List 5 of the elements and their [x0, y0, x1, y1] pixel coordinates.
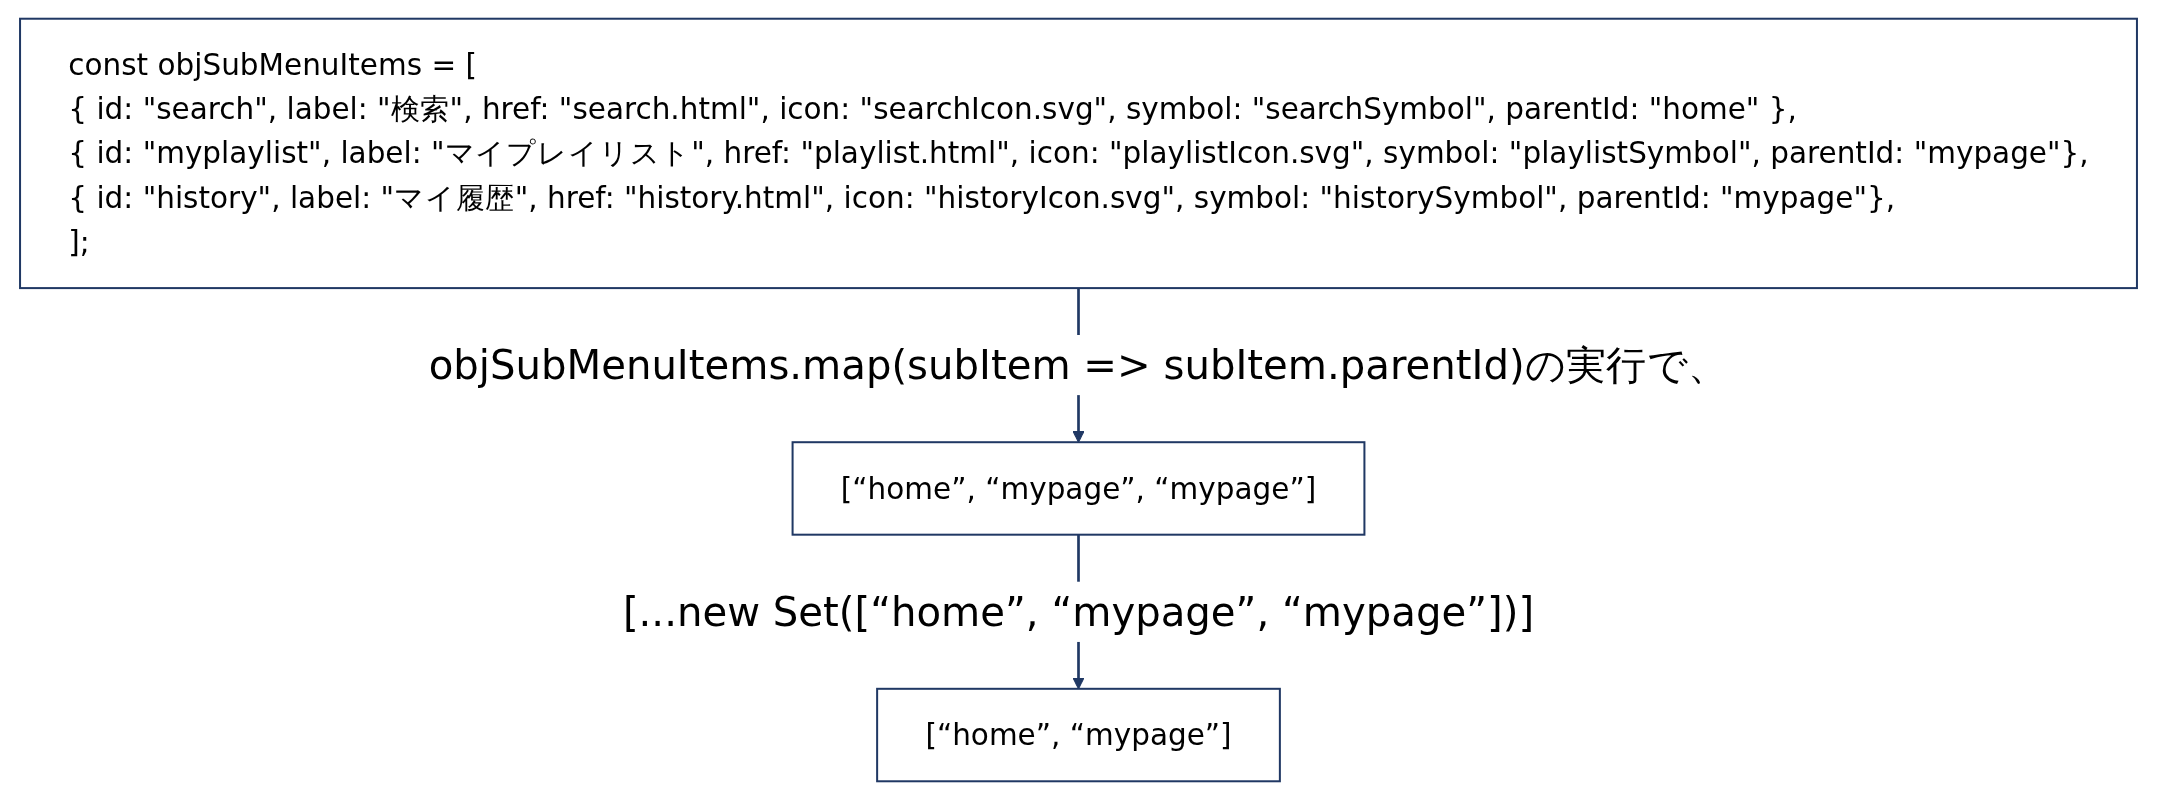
node-box: [“home”, “mypage”, “mypage”]	[791, 441, 1366, 536]
node-box: const objSubMenuItems = [ { id: "search", label: "検索", href: "search.html", icon: "searchIcon.svg", symbol: "searchSymbol", parentId: "home" }, { id: "myplaylist", label: "マイプレイリスト", href: "playlist.html", icon: "playlistIcon.svg", symbol: "playlistSymbol", parentId: "mypage"}, { id: "history", label: "マイ履歴", href: "history.html", icon: "historyIcon.svg", symbol: "historySymbol", parentId: "mypage"}, ];	[19, 17, 2138, 290]
edge-label: [...new Set([“home”, “mypage”, “mypage”])]	[622, 588, 1535, 636]
node-box: [“home”, “mypage”]	[876, 687, 1281, 783]
edge-label: objSubMenuItems.map(subItem => subItem.parentId)の実行で、	[428, 341, 1729, 389]
